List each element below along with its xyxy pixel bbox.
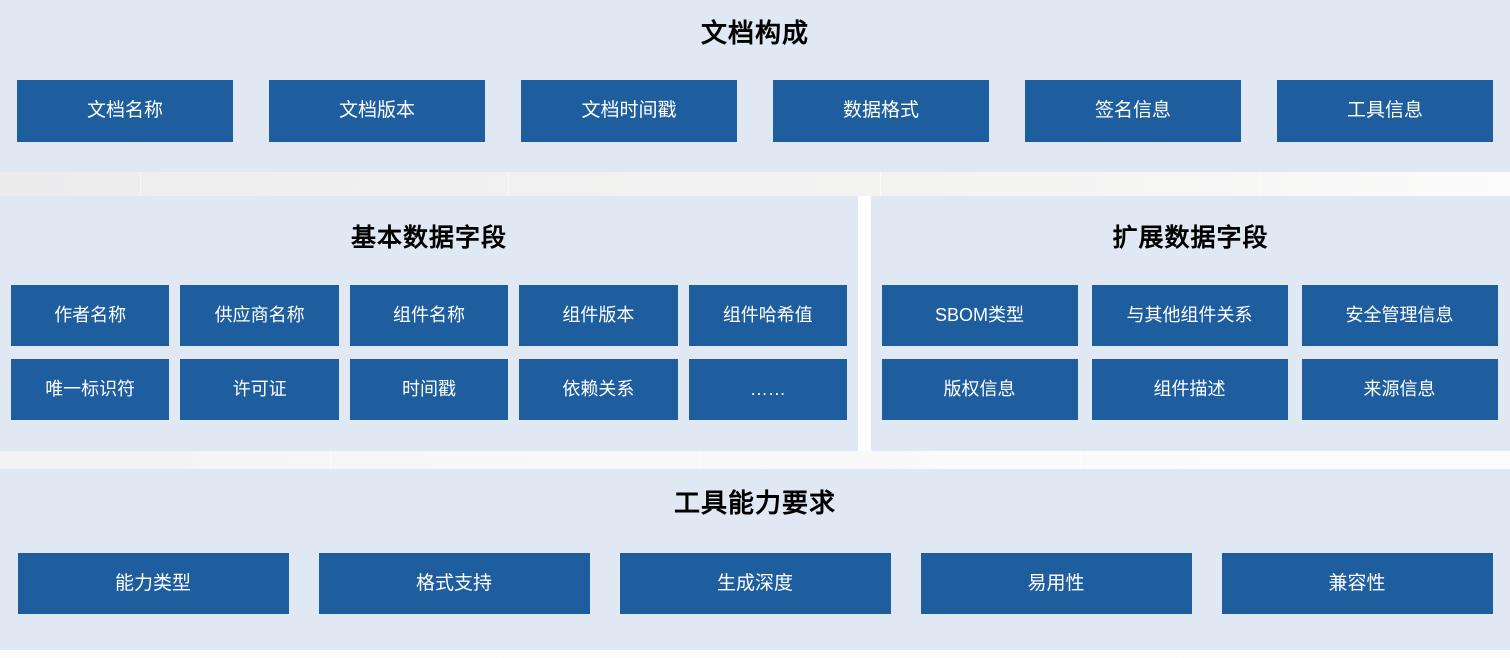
tool-chip-row: 能力类型 格式支持 生成深度 易用性 兼容性 <box>17 553 1493 614</box>
chip-component-description[interactable]: 组件描述 <box>1091 359 1288 420</box>
chip-document-name[interactable]: 文档名称 <box>17 80 233 142</box>
chip-copyright-info[interactable]: 版权信息 <box>881 359 1078 420</box>
chip-sbom-type[interactable]: SBOM类型 <box>881 285 1078 346</box>
chip-compatibility[interactable]: 兼容性 <box>1221 553 1493 614</box>
document-chip-row: 文档名称 文档版本 文档时间戳 数据格式 签名信息 工具信息 <box>12 80 1498 142</box>
extended-fields-row-2: 版权信息 组件描述 来源信息 <box>881 359 1498 420</box>
chip-tool-info[interactable]: 工具信息 <box>1277 80 1493 142</box>
chip-supplier-name[interactable]: 供应商名称 <box>180 285 339 346</box>
chip-data-format[interactable]: 数据格式 <box>773 80 989 142</box>
extended-fields-row-1: SBOM类型 与其他组件关系 安全管理信息 <box>881 285 1498 346</box>
basic-fields-row-1: 作者名称 供应商名称 组件名称 组件版本 组件哈希值 <box>10 285 848 346</box>
chip-timestamp[interactable]: 时间戳 <box>349 359 509 420</box>
chip-other-component-relation[interactable]: 与其他组件关系 <box>1091 285 1288 346</box>
chip-dependency-relation[interactable]: 依赖关系 <box>519 359 678 420</box>
chip-component-hash[interactable]: 组件哈希值 <box>688 285 848 346</box>
chip-license[interactable]: 许可证 <box>180 359 339 420</box>
chip-ease-of-use[interactable]: 易用性 <box>920 553 1192 614</box>
chip-origin-info[interactable]: 来源信息 <box>1301 359 1498 420</box>
chip-author-name[interactable]: 作者名称 <box>10 285 170 346</box>
chip-document-version[interactable]: 文档版本 <box>269 80 485 142</box>
chip-signature-info[interactable]: 签名信息 <box>1025 80 1241 142</box>
section-tool-title: 工具能力要求 <box>673 488 836 518</box>
section-document-composition: 文档构成 <box>0 0 1510 172</box>
chip-document-timestamp[interactable]: 文档时间戳 <box>521 80 737 142</box>
bottom-edge-strip <box>0 650 1510 658</box>
chip-unique-identifier[interactable]: 唯一标识符 <box>10 359 170 420</box>
chip-component-version[interactable]: 组件版本 <box>519 285 678 346</box>
section-divider-lower <box>0 451 1510 469</box>
basic-fields-row-2: 唯一标识符 许可证 时间戳 依赖关系 …… <box>10 359 848 420</box>
chip-component-name[interactable]: 组件名称 <box>349 285 509 346</box>
section-document-title: 文档构成 <box>700 18 809 48</box>
chip-ellipsis[interactable]: …… <box>688 359 848 420</box>
chip-security-management-info[interactable]: 安全管理信息 <box>1301 285 1498 346</box>
section-basic-title: 基本数据字段 <box>350 224 507 252</box>
section-divider-upper <box>0 172 1510 196</box>
chip-capability-type[interactable]: 能力类型 <box>17 553 289 614</box>
chip-format-support[interactable]: 格式支持 <box>318 553 590 614</box>
section-extended-title: 扩展数据字段 <box>1112 224 1269 252</box>
chip-generation-depth[interactable]: 生成深度 <box>619 553 891 614</box>
